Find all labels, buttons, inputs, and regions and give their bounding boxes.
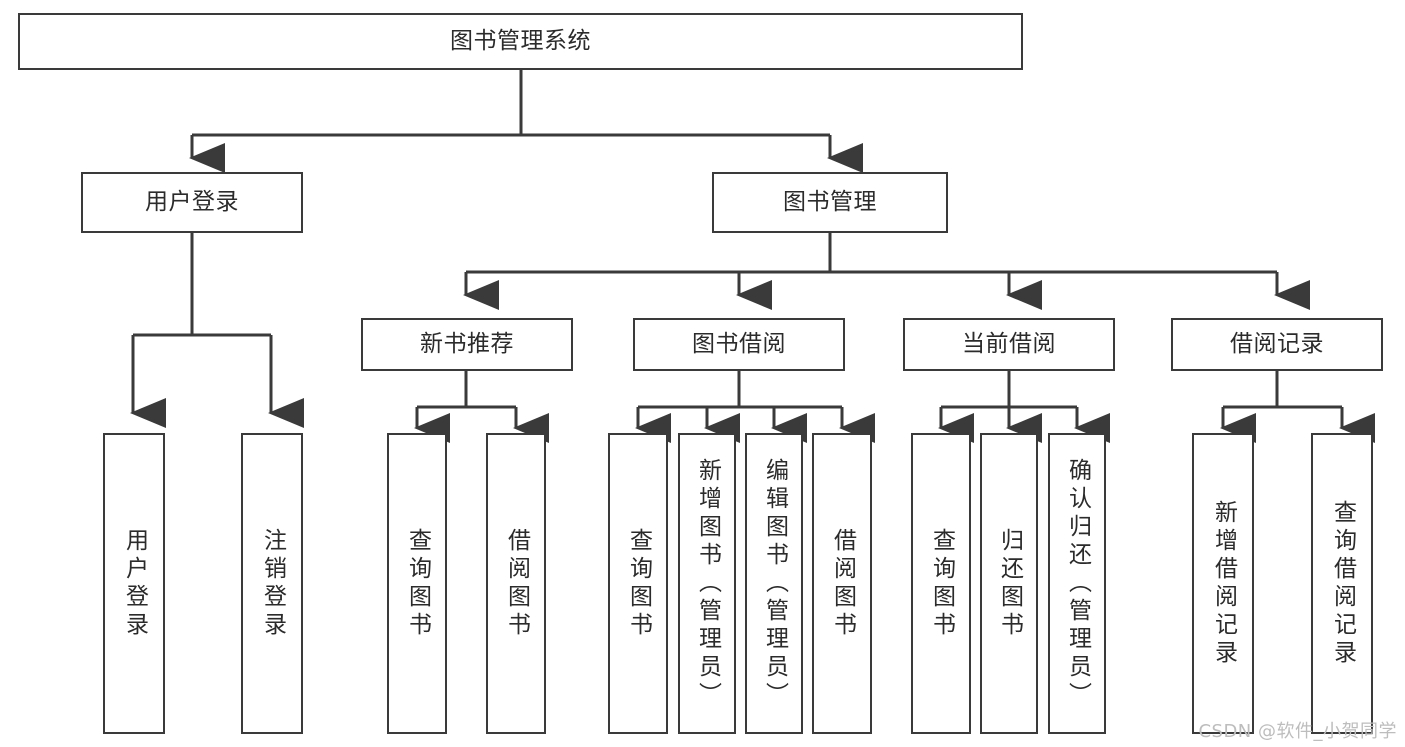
node-new-book-recommend[interactable]: 新书推荐 — [361, 318, 573, 371]
node-label: 当前借阅 — [962, 331, 1056, 358]
node-label: 借阅图书 — [829, 527, 856, 640]
node-leaf-add-record[interactable]: 新增借阅记录 — [1192, 433, 1254, 734]
node-leaf-edit-book[interactable]: 编辑图书（管理员） — [745, 433, 803, 734]
node-label: 注销登录 — [259, 527, 286, 640]
node-label: 图书管理系统 — [450, 28, 591, 55]
node-label: 查询图书 — [404, 527, 431, 640]
node-label: 新增借阅记录 — [1210, 499, 1237, 668]
node-label: 查询图书 — [928, 527, 955, 640]
node-label: 新书推荐 — [420, 331, 514, 358]
node-book-borrow[interactable]: 图书借阅 — [633, 318, 845, 371]
node-label: 图书管理 — [783, 189, 877, 216]
node-label: 查询图书 — [625, 527, 652, 640]
node-label: 图书借阅 — [692, 331, 786, 358]
node-label: 用户登录 — [145, 189, 239, 216]
node-user-login[interactable]: 用户登录 — [81, 172, 303, 233]
node-leaf-borrow-book-1[interactable]: 借阅图书 — [486, 433, 546, 734]
node-leaf-query-record[interactable]: 查询借阅记录 — [1311, 433, 1373, 734]
node-library-management-system[interactable]: 图书管理系统 — [18, 13, 1023, 70]
node-label: 编辑图书（管理员） — [761, 457, 788, 710]
node-leaf-return-book[interactable]: 归还图书 — [980, 433, 1038, 734]
node-leaf-query-book-3[interactable]: 查询图书 — [911, 433, 971, 734]
csdn-watermark: CSDN @软件_小贺同学 — [1198, 721, 1397, 742]
node-borrow-record[interactable]: 借阅记录 — [1171, 318, 1383, 371]
node-label: 确认归还（管理员） — [1064, 457, 1091, 710]
node-leaf-add-book[interactable]: 新增图书（管理员） — [678, 433, 736, 734]
node-leaf-user-login[interactable]: 用户登录 — [103, 433, 165, 734]
node-leaf-query-book-2[interactable]: 查询图书 — [608, 433, 668, 734]
node-leaf-logout-login[interactable]: 注销登录 — [241, 433, 303, 734]
node-label: 借阅记录 — [1230, 331, 1324, 358]
node-label: 新增图书（管理员） — [694, 457, 721, 710]
node-leaf-query-book-1[interactable]: 查询图书 — [387, 433, 447, 734]
node-leaf-confirm-return[interactable]: 确认归还（管理员） — [1048, 433, 1106, 734]
node-label: 借阅图书 — [503, 527, 530, 640]
node-label: 查询借阅记录 — [1329, 499, 1356, 668]
node-label: 归还图书 — [996, 527, 1023, 640]
node-book-management[interactable]: 图书管理 — [712, 172, 948, 233]
node-current-borrow[interactable]: 当前借阅 — [903, 318, 1115, 371]
node-leaf-borrow-book-2[interactable]: 借阅图书 — [812, 433, 872, 734]
node-label: 用户登录 — [121, 527, 148, 640]
